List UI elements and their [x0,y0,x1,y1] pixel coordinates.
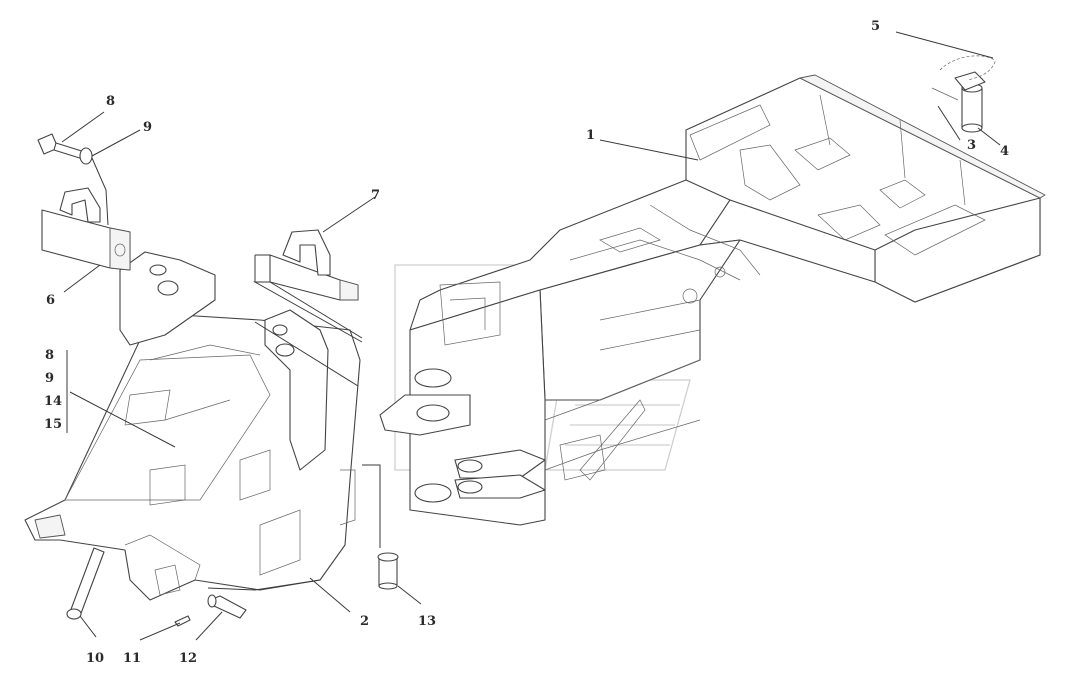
label-part-2: 2 [360,614,369,629]
bolt-part-12 [207,594,247,619]
label-part-6: 6 [46,293,55,308]
label-part-7: 7 [371,188,380,203]
cotter-part-3 [931,87,959,101]
stop-block-part-6 [41,187,131,271]
label-part-11: 11 [123,651,141,666]
label-part-4: 4 [1000,144,1009,159]
pin-part-4 [954,71,986,133]
label-part-12: 12 [179,651,197,666]
pin-part-10 [66,547,105,620]
label-part-1: 1 [586,128,595,143]
label-part-8-group: 8 [45,348,54,363]
label-part-8-top: 8 [106,94,115,109]
label-part-15: 15 [44,417,62,432]
label-part-10: 10 [86,651,104,666]
label-part-3: 3 [967,138,976,153]
label-part-13: 13 [418,614,436,629]
leader-lines [61,31,1001,641]
callout-labels: 1 2 3 4 5 6 7 8 9 8 9 14 15 10 11 12 13 [44,19,1009,666]
pin-part-13 [377,552,399,590]
washer-part-9 [79,147,93,165]
label-part-5: 5 [871,19,880,34]
label-part-9-group: 9 [45,371,54,386]
front-frame-part-2 [24,251,361,601]
chain-part-5 [939,55,996,81]
label-part-9-top: 9 [143,120,152,135]
rear-frame-part-1 [379,74,1046,526]
label-part-14: 14 [44,394,62,409]
